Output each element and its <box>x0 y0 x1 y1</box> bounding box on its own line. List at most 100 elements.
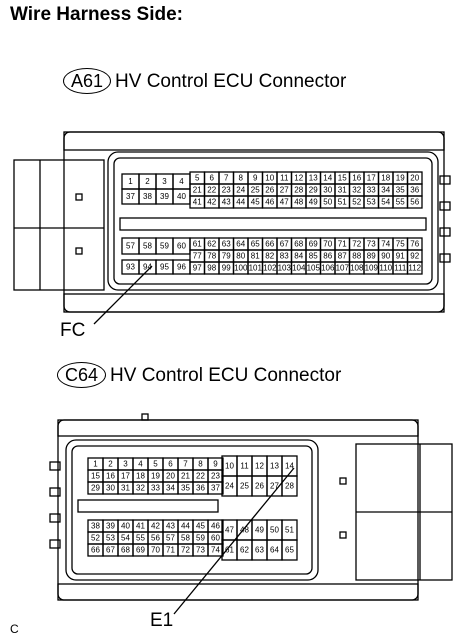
a61-pin-number: 25 <box>251 186 260 195</box>
a61-pin-number: 102 <box>263 264 277 273</box>
c64-pin-number: 1 <box>93 460 98 469</box>
c64-pin-number: 42 <box>151 522 160 531</box>
c64-connector-name: HV Control ECU Connector <box>110 365 342 386</box>
c64-pin-number: 11 <box>240 462 249 471</box>
c64-pin-number: 34 <box>166 484 175 493</box>
a61-pin-number: 112 <box>408 264 421 273</box>
a61-pin-number: 60 <box>177 242 186 251</box>
a61-pin-number: 68 <box>294 240 303 249</box>
a61-pin-number: 19 <box>396 174 405 183</box>
a61-pin-number: 75 <box>396 240 405 249</box>
a61-pin-number: 3 <box>162 177 167 186</box>
c64-pin-number: 8 <box>198 460 203 469</box>
a61-pin-number: 44 <box>236 198 245 207</box>
c64-pin-number: 2 <box>108 460 113 469</box>
c64-cell <box>281 475 298 497</box>
a61-pin-number: 63 <box>222 240 231 249</box>
c64-pin-number: 55 <box>136 534 145 543</box>
c64-pin-number: 54 <box>121 534 130 543</box>
a61-pin-number: 93 <box>126 263 135 272</box>
c64-callout-line <box>173 467 295 615</box>
c64-pin-number: 43 <box>166 522 175 531</box>
a61-pin-number: 53 <box>367 198 376 207</box>
a61-pin-number: 74 <box>381 240 390 249</box>
c64-face <box>65 439 319 581</box>
c64-pin-number: 10 <box>225 462 234 471</box>
a61-pin-number: 47 <box>280 198 289 207</box>
a61-pin-number: 34 <box>381 186 390 195</box>
a61-pin-number: 13 <box>309 174 318 183</box>
c64-pin-number: 71 <box>166 546 175 555</box>
a61-pin-number: 35 <box>396 186 405 195</box>
a61-pin-number: 54 <box>381 198 390 207</box>
c64-pin-number: 74 <box>211 546 220 555</box>
c64-pin-number: 56 <box>151 534 160 543</box>
c64-pin-number: 28 <box>285 482 294 491</box>
a61-pin-number: 96 <box>177 263 186 272</box>
c64-pin-number: 14 <box>285 462 294 471</box>
a61-pin-number: 99 <box>222 264 231 273</box>
c64-pin-number: 20 <box>166 472 175 481</box>
c64-pin-number: 13 <box>270 462 279 471</box>
a61-pin-number: 84 <box>294 252 303 261</box>
c64-pin-number: 24 <box>225 482 234 491</box>
a61-pin-number: 30 <box>323 186 332 195</box>
a61-pin-number: 65 <box>251 240 260 249</box>
a61-pin-number: 41 <box>193 198 202 207</box>
a61-pin-number: 58 <box>143 242 152 251</box>
a61-pin-number: 72 <box>352 240 361 249</box>
a61-pin-number: 76 <box>410 240 419 249</box>
a61-pin-number: 48 <box>294 198 303 207</box>
a61-pin-number: 52 <box>352 198 361 207</box>
c64-pin-number: 21 <box>181 472 190 481</box>
c64-pin-number: 17 <box>121 472 130 481</box>
c64-pin-number: 61 <box>225 546 234 555</box>
a61-pin-number: 83 <box>280 252 289 261</box>
a61-pin-number: 43 <box>222 198 231 207</box>
a61-pin-number: 17 <box>367 174 376 183</box>
c64-pin-number: 72 <box>181 546 190 555</box>
a61-pin-number: 73 <box>367 240 376 249</box>
a61-pin-number: 36 <box>410 186 419 195</box>
a61-pin-number: 16 <box>352 174 361 183</box>
a61-pin-number: 28 <box>294 186 303 195</box>
a61-pin-number: 66 <box>265 240 274 249</box>
c64-pin-number: 69 <box>136 546 145 555</box>
a61-pin-number: 110 <box>379 264 392 273</box>
a61-pin-number: 77 <box>193 252 202 261</box>
c64-pin-number: 4 <box>138 460 143 469</box>
a61-pin-number: 104 <box>292 264 306 273</box>
c64-pin-number: 40 <box>121 522 130 531</box>
c64-cell <box>207 543 224 557</box>
c64-pin-number: 44 <box>181 522 190 531</box>
a61-pin-number: 15 <box>338 174 347 183</box>
a61-pin-number: 9 <box>253 174 258 183</box>
page-title: Wire Harness Side: <box>10 4 184 25</box>
c64-pin-number: 16 <box>106 472 115 481</box>
c64-cell <box>207 481 224 495</box>
a61-pin-number: 8 <box>239 174 244 183</box>
a61-pin-number: 4 <box>179 177 184 186</box>
a61-pin-number: 49 <box>309 198 318 207</box>
c64-cell <box>281 539 298 561</box>
c64-pin-number: 66 <box>91 546 100 555</box>
c64-connector-code: C64 <box>57 362 107 388</box>
a61-pin-number: 100 <box>234 264 248 273</box>
c64-pin-number: 23 <box>211 472 220 481</box>
a61-pin-number: 59 <box>160 242 169 251</box>
a61-pin-number: 108 <box>350 264 364 273</box>
c64-pin-number: 36 <box>196 484 205 493</box>
a61-pin-number: 111 <box>394 264 407 273</box>
c64-pin-number: 30 <box>106 484 115 493</box>
a61-pin-number: 26 <box>265 186 274 195</box>
a61-connector-code: A61 <box>63 68 112 94</box>
a61-pin-number: 50 <box>323 198 332 207</box>
c64-pin-number: 49 <box>255 526 264 535</box>
c64-pin-number: 50 <box>270 526 279 535</box>
c64-pin-number: 26 <box>255 482 264 491</box>
a61-pin-number: 97 <box>193 264 202 273</box>
a61-cell <box>406 261 423 275</box>
a61-pin-number: 85 <box>309 252 318 261</box>
